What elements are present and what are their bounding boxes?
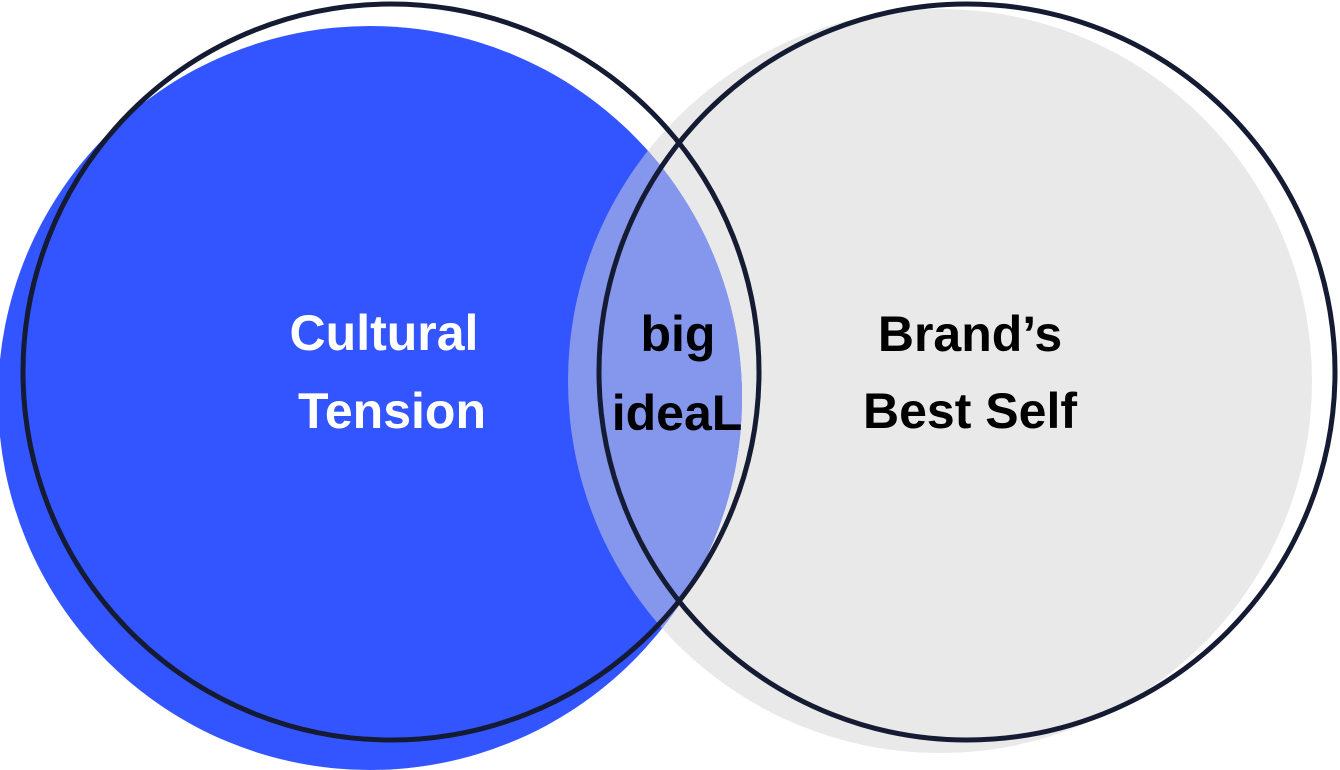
right-circle-outline	[596, 1, 1338, 743]
right-circle-fill	[568, 9, 1312, 753]
left-circle-fill	[0, 26, 742, 770]
left-label-line1: Cultural	[290, 305, 479, 361]
overlap-label-line1: big	[641, 306, 716, 362]
overlap-label-line2: ideaL	[612, 385, 743, 441]
right-label-line2: Best Self	[863, 383, 1077, 439]
right-label-line1: Brand’s	[878, 306, 1062, 362]
left-label-line2: Tension	[298, 383, 486, 439]
left-circle-outline	[20, 1, 762, 743]
